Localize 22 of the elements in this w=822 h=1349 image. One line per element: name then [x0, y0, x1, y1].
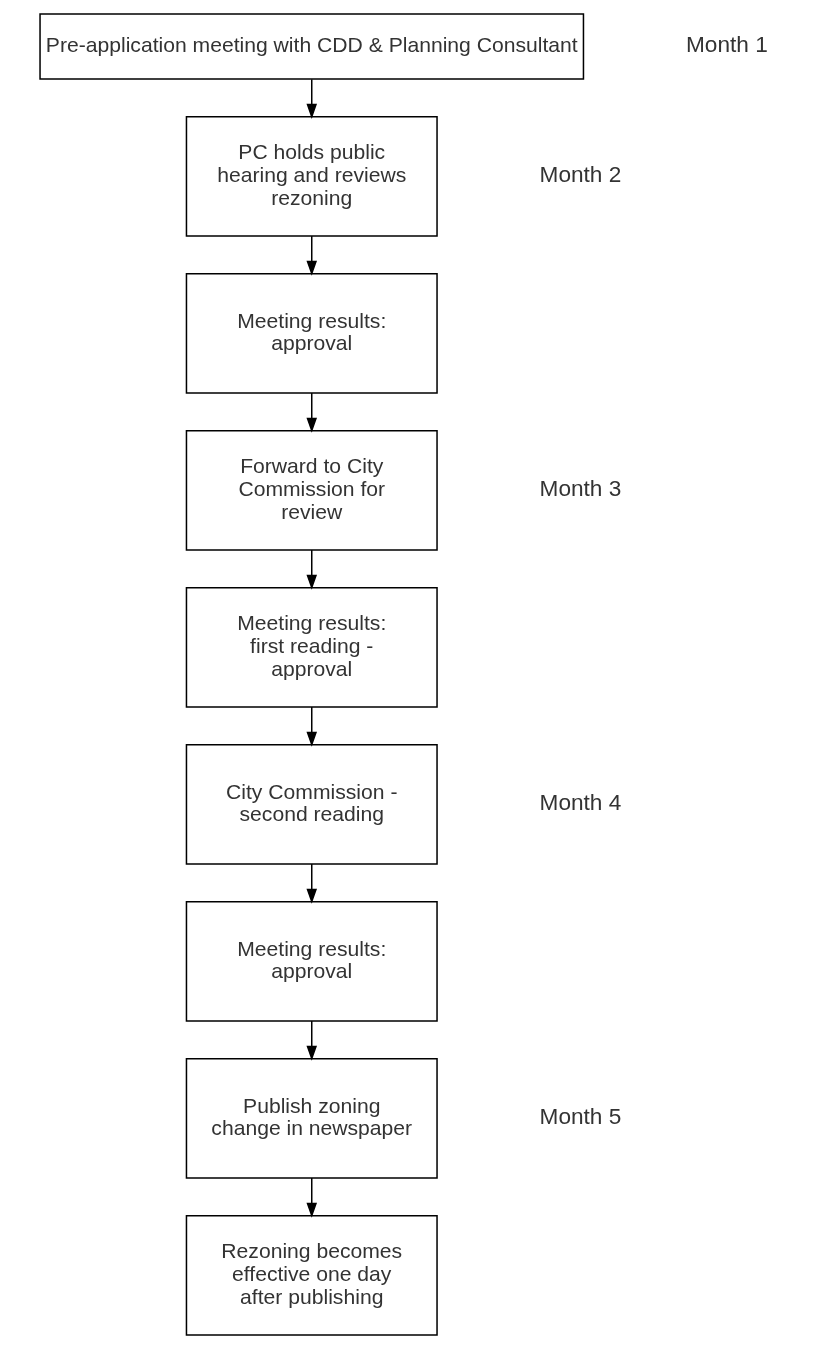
- label: Month 5: [539, 1103, 622, 1129]
- arrow: [306, 549, 318, 590]
- node-box: Pre-application meeting with CDD & Planning Consultant: [39, 13, 585, 80]
- node-box: Meeting results: approval: [185, 272, 438, 394]
- arrow: [306, 863, 318, 904]
- arrow: [306, 706, 318, 747]
- node-box: Rezoning becomes effective one day after publishing: [185, 1214, 438, 1336]
- arrow: [306, 1177, 318, 1218]
- label: Month 2: [539, 161, 622, 187]
- node-box: Forward to City Commission for review: [185, 429, 438, 551]
- node-box: City Commission - second reading: [185, 743, 438, 865]
- arrow: [306, 78, 318, 119]
- arrow: [306, 1020, 318, 1061]
- node-box: Meeting results: approval: [185, 900, 438, 1022]
- arrow: [306, 235, 318, 276]
- node-box: Meeting results: first reading - approval: [185, 586, 438, 708]
- node-box: Publish zoning change in newspaper: [185, 1057, 438, 1179]
- arrow: [306, 392, 318, 433]
- node-box: PC holds public hearing and reviews rezoning: [185, 116, 438, 237]
- label: Month 4: [539, 789, 622, 815]
- label: Month 3: [539, 475, 622, 501]
- label: Month 1: [685, 31, 768, 57]
